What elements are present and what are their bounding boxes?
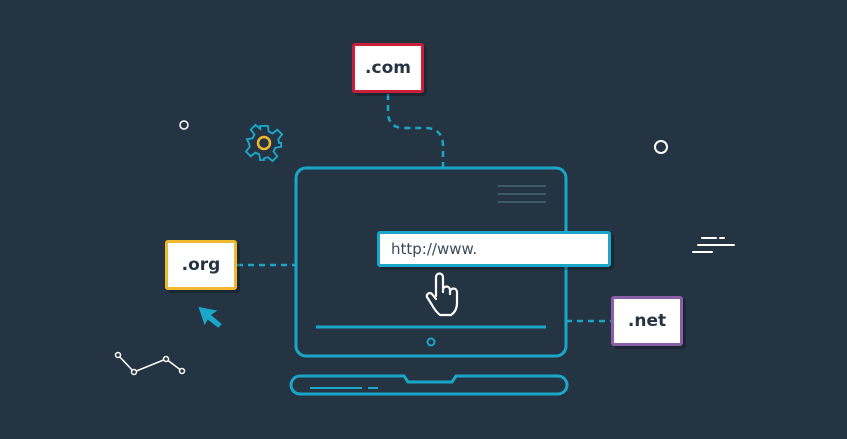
gear-icon — [244, 123, 284, 163]
hand-pointer-icon — [425, 272, 459, 317]
domain-tag-com: .com — [352, 43, 424, 93]
laptop-base — [289, 374, 569, 396]
domain-tag-org-label: .org — [181, 255, 221, 275]
screen-menu-lines-icon — [498, 185, 546, 203]
domain-tag-com-label: .com — [365, 58, 411, 78]
decor-circle-small — [179, 120, 189, 130]
address-bar-text: http://www. — [391, 240, 478, 258]
com-connector — [386, 94, 445, 168]
speed-lines-icon — [692, 237, 735, 253]
cursor-arrow-icon — [198, 306, 222, 328]
domain-tag-org: .org — [165, 240, 237, 290]
address-bar: http://www. — [377, 231, 611, 267]
domain-tag-net-label: .net — [627, 311, 667, 331]
line-graph-icon — [114, 351, 186, 376]
decor-circle-right — [654, 140, 668, 154]
webcam-dot — [426, 337, 436, 347]
domain-tag-net: .net — [611, 296, 683, 346]
